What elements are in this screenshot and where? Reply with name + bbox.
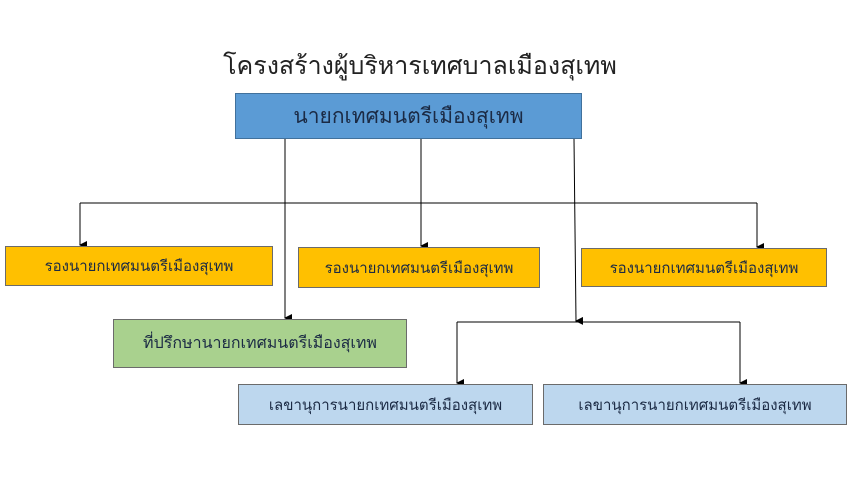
deputy-box-left: รองนายกเทศมนตรีเมืองสุเทพ — [5, 246, 273, 286]
deputy-label: รองนายกเทศมนตรีเมืองสุเทพ — [44, 257, 234, 275]
advisor-box: ที่ปรึกษานายกเทศมนตรีเมืองสุเทพ — [113, 319, 407, 368]
mayor-label: นายกเทศมนตรีเมืองสุเทพ — [293, 103, 524, 128]
secretary-label: เลขานุการนายกเทศมนตรีเมืองสุเทพ — [578, 395, 812, 414]
connector-to-secretaries — [573, 138, 584, 325]
mayor-box: นายกเทศมนตรีเมืองสุเทพ — [235, 93, 582, 139]
secretary-label: เลขานุการนายกเทศมนตรีเมืองสุเทพ — [268, 395, 503, 414]
deputy-label: รองนายกเทศมนตรีเมืองสุเทพ — [609, 258, 799, 277]
deputy-box-right: รองนายกเทศมนตรีเมืองสุเทพ — [581, 248, 827, 287]
deputy-box-center: รองนายกเทศมนตรีเมืองสุเทพ — [298, 247, 540, 288]
diagram-title: โครงสร้างผู้บริหารเทศบาลเมืองสุเทพ — [223, 51, 617, 80]
deputy-label: รองนายกเทศมนตรีเมืองสุเทพ — [324, 258, 514, 277]
advisor-label: ที่ปรึกษานายกเทศมนตรีเมืองสุเทพ — [143, 333, 377, 352]
secretary-box-right: เลขานุการนายกเทศมนตรีเมืองสุเทพ — [543, 384, 847, 425]
secretary-box-left: เลขานุการนายกเทศมนตรีเมืองสุเทพ — [238, 384, 533, 425]
